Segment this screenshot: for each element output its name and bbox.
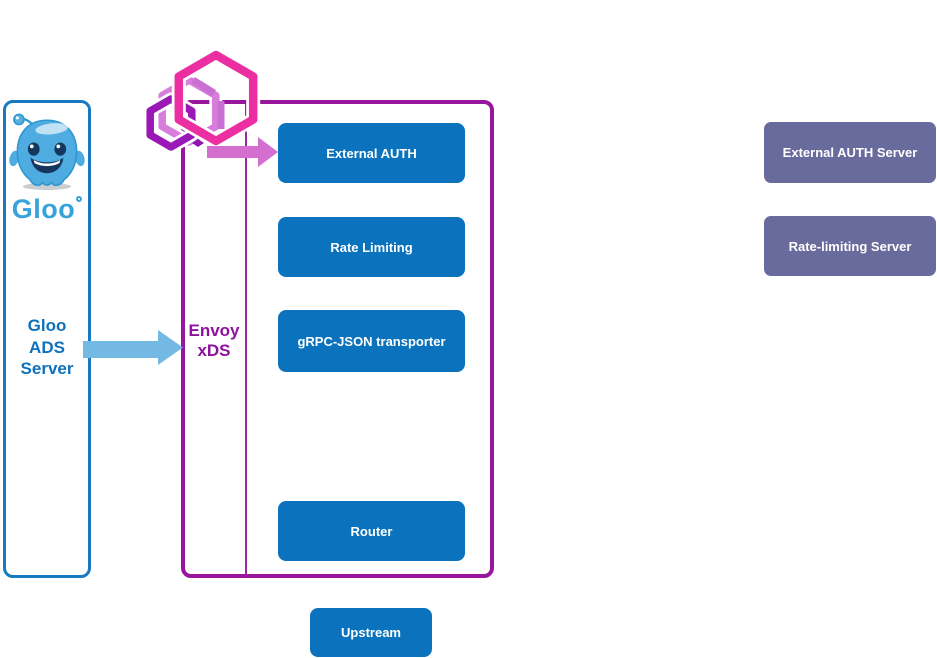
external-auth-filter-label: External AUTH bbox=[326, 145, 417, 161]
envoy-xds-label: Envoy xDS bbox=[183, 321, 245, 361]
router-filter-box: Router bbox=[278, 501, 465, 561]
grpc-json-transporter-filter-box: gRPC-JSON transporter bbox=[278, 310, 465, 372]
upstream-box: Upstream bbox=[310, 608, 432, 657]
gloo-logo-text: Gloo bbox=[11, 194, 76, 224]
gloo-mascot-icon bbox=[9, 113, 85, 191]
envoy-label-line-2: xDS bbox=[197, 341, 231, 360]
gloo-logo: Gloo bbox=[6, 195, 88, 223]
rate-limiting-server-label: Rate-limiting Server bbox=[788, 238, 912, 254]
external-auth-filter-box: External AUTH bbox=[278, 123, 465, 183]
external-auth-server-label: External AUTH Server bbox=[782, 145, 918, 160]
router-filter-label: Router bbox=[350, 523, 393, 539]
rate-limiting-server-box: Rate-limiting Server bbox=[764, 216, 936, 276]
gloo-ads-server-label: Gloo ADS Server bbox=[6, 315, 88, 380]
rate-limiting-filter-label: Rate Limiting bbox=[330, 239, 413, 255]
envoy-logo-icon bbox=[143, 48, 261, 154]
envoy-logo-to-external-auth-arrow bbox=[207, 137, 278, 167]
gloo-to-envoy-arrow bbox=[83, 330, 183, 365]
rate-limiting-filter-box: Rate Limiting bbox=[278, 217, 465, 277]
gloo-label-line-2: ADS bbox=[29, 337, 65, 357]
envoy-xds-divider-line bbox=[245, 104, 247, 574]
envoy-label-line-1: Envoy bbox=[188, 321, 240, 340]
external-auth-server-box: External AUTH Server bbox=[764, 122, 936, 183]
grpc-json-transporter-filter-label: gRPC-JSON transporter bbox=[297, 333, 446, 349]
gloo-logo-degree-mark bbox=[76, 196, 83, 202]
gloo-ads-server-box: Gloo Gloo ADS Server bbox=[3, 100, 91, 578]
envoy-proxy-box bbox=[181, 100, 494, 578]
upstream-label: Upstream bbox=[341, 625, 401, 640]
gloo-label-line-3: Server bbox=[20, 359, 74, 378]
gloo-label-line-1: Gloo bbox=[27, 316, 67, 335]
